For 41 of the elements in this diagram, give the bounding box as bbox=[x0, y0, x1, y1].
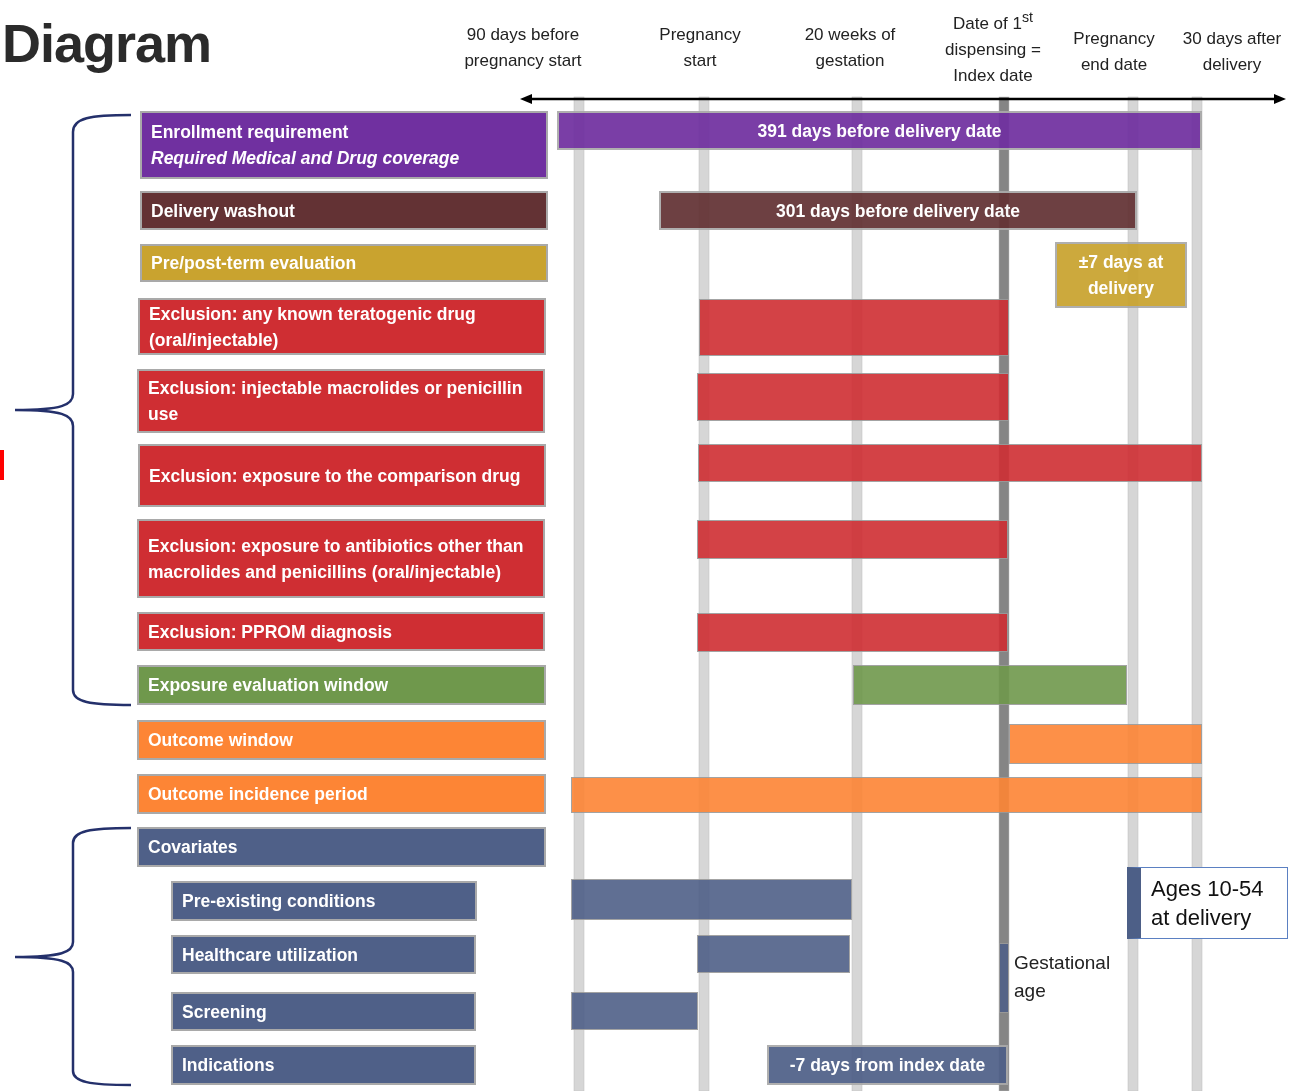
row-label-box: Exclusion: exposure to the comparison drug bbox=[138, 444, 546, 507]
row-label-box: Exclusion: injectable macrolides or penicillin use bbox=[137, 369, 545, 433]
row-label-box: Delivery washout bbox=[140, 191, 548, 230]
row-label-box: Pre-existing conditions bbox=[171, 881, 477, 921]
timeline-point-label: Date of 1$^{st}$ dispensing = Index date bbox=[944, 8, 1042, 87]
row-label-box: Indications bbox=[171, 1045, 476, 1085]
timeline-bar: 301 days before delivery date bbox=[659, 191, 1137, 230]
row-label-box: Exclusion: exposure to antibiotics other than macrolides and penicillins (oral/injectable) bbox=[137, 519, 545, 598]
timeline-point-label: 30 days after delivery bbox=[1181, 28, 1283, 76]
timeline-point-label: 20 weeks of gestation bbox=[803, 24, 897, 72]
row-label-box: Screening bbox=[171, 992, 476, 1031]
timeline-bar bbox=[999, 943, 1009, 1013]
row-label-box: Outcome window bbox=[137, 720, 546, 760]
timeline-bar bbox=[571, 777, 1202, 813]
timeline-bar bbox=[697, 613, 1008, 652]
timeline-bar bbox=[699, 299, 1009, 356]
timeline-bar bbox=[698, 444, 1202, 482]
timeline-bar bbox=[697, 935, 850, 973]
age-range-box: Ages 10-54 at delivery bbox=[1127, 867, 1288, 939]
timeline-point-label: Pregnancy start bbox=[658, 24, 742, 72]
row-label-box: Outcome incidence period bbox=[137, 774, 546, 814]
bar-caption: Gestational age bbox=[1014, 951, 1112, 1003]
timeline-bar: 391 days before delivery date bbox=[557, 111, 1202, 150]
timeline-bar bbox=[697, 373, 1009, 421]
row-label-box: Enrollment requirement Required Medical and Drug coverage bbox=[140, 111, 548, 179]
timeline-bar bbox=[571, 879, 852, 920]
row-label-box: Exclusion: any known teratogenic drug (oral/injectable) bbox=[138, 298, 546, 355]
timeline-bar bbox=[1009, 724, 1202, 764]
row-label-box: Exposure evaluation window bbox=[137, 665, 546, 705]
timeline-point-label: Pregnancy end date bbox=[1072, 28, 1156, 76]
timeline-bar bbox=[571, 992, 698, 1030]
timeline-bar bbox=[853, 665, 1127, 705]
timeline-bar bbox=[697, 520, 1008, 559]
row-label-box: Covariates bbox=[137, 827, 546, 867]
diagram-title: Diagram bbox=[2, 12, 212, 74]
timeline-bar: ±7 days at delivery bbox=[1055, 242, 1187, 308]
timeline-bar: -7 days from index date bbox=[767, 1045, 1008, 1085]
row-label-box: Exclusion: PPROM diagnosis bbox=[137, 612, 545, 651]
timeline-point-label: 90 days before pregnancy start bbox=[463, 24, 583, 72]
row-label-box: Healthcare utilization bbox=[171, 935, 476, 974]
row-label-box: Pre/post-term evaluation bbox=[140, 244, 548, 282]
